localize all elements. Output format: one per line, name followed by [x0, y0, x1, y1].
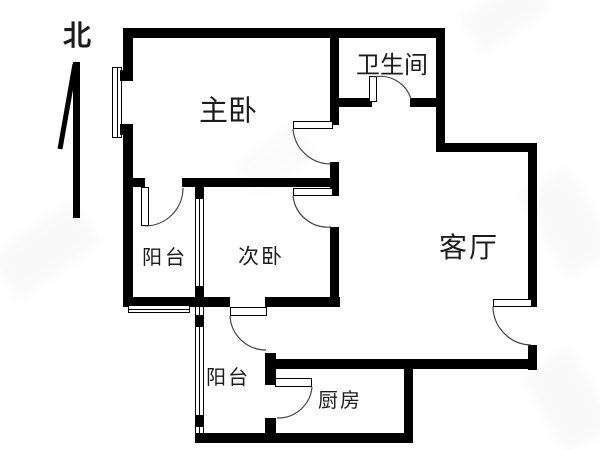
room-label-living-room: 客厅 [438, 233, 500, 264]
door-arc-balcony-north [144, 187, 184, 227]
window-cap [195, 415, 204, 427]
window-cap [195, 315, 204, 327]
window-master-bedroom [112, 67, 122, 138]
window-balcony-north-sill [128, 305, 190, 313]
wall-left-lower [123, 127, 133, 307]
room-label-second-bedroom: 次卧 [238, 244, 284, 269]
door-leaf-second-bedroom [293, 188, 333, 196]
door-leaf-balcony-north [141, 187, 149, 226]
wall-livingroom-bottom [270, 359, 537, 369]
window-cap [195, 286, 204, 297]
wall-kitchen-right [404, 359, 413, 443]
north-arrow-icon [57, 62, 80, 218]
room-label-bathroom: 卫生间 [356, 53, 428, 79]
room-label-kitchen: 厨房 [318, 390, 362, 412]
door-leaf-balcony-south [230, 307, 267, 316]
watermark [0, 200, 101, 300]
window-balcony-north-divider [195, 187, 204, 297]
wall-masterbr-right-c [330, 227, 339, 307]
window-balcony-south [195, 307, 204, 433]
wall-livingroom-right-b [528, 345, 537, 370]
wall-masterbr-bottom-b [182, 178, 339, 187]
door-leaf-entry [493, 299, 532, 307]
wall-south-a [123, 297, 230, 307]
wall-kitchen-left-b [265, 418, 276, 443]
door-leaf-master-bedroom [293, 121, 333, 129]
door-arc-kitchen [276, 386, 313, 419]
wall-bottom [195, 433, 413, 443]
wall-bathroom-right [436, 28, 445, 152]
wall-bathroom-bottom-b [410, 98, 445, 107]
window-cap [120, 124, 133, 135]
watermark [460, 0, 550, 54]
window-cap [120, 70, 133, 81]
door-leaf-kitchen [275, 378, 312, 387]
wall-kitchen-left-a [265, 353, 276, 385]
wall-livingroom-step [436, 143, 537, 152]
door-arc-second-bedroom [292, 195, 332, 228]
window-cap [195, 187, 204, 199]
wall-masterbr-right-a [330, 28, 339, 125]
wall-bathroom-bottom-a [330, 98, 372, 107]
wall-masterbr-bottom-a [123, 178, 145, 187]
wall-left-upper [123, 28, 133, 78]
wall-livingroom-right-a [528, 143, 537, 307]
door-arc-bathroom [373, 75, 412, 100]
door-arc-entry [492, 306, 532, 346]
door-leaf-bathroom [369, 76, 377, 102]
door-arc-master-bedroom [292, 128, 332, 165]
room-label-balcony-south: 阳台 [206, 367, 250, 389]
door-arc-balcony-south [229, 315, 267, 351]
wall-top [123, 28, 445, 38]
room-label-master-bedroom: 主卧 [198, 95, 258, 128]
wall-south-b [265, 297, 340, 307]
north-label: 北 [62, 21, 92, 52]
room-label-balcony-north: 阳台 [142, 247, 188, 269]
